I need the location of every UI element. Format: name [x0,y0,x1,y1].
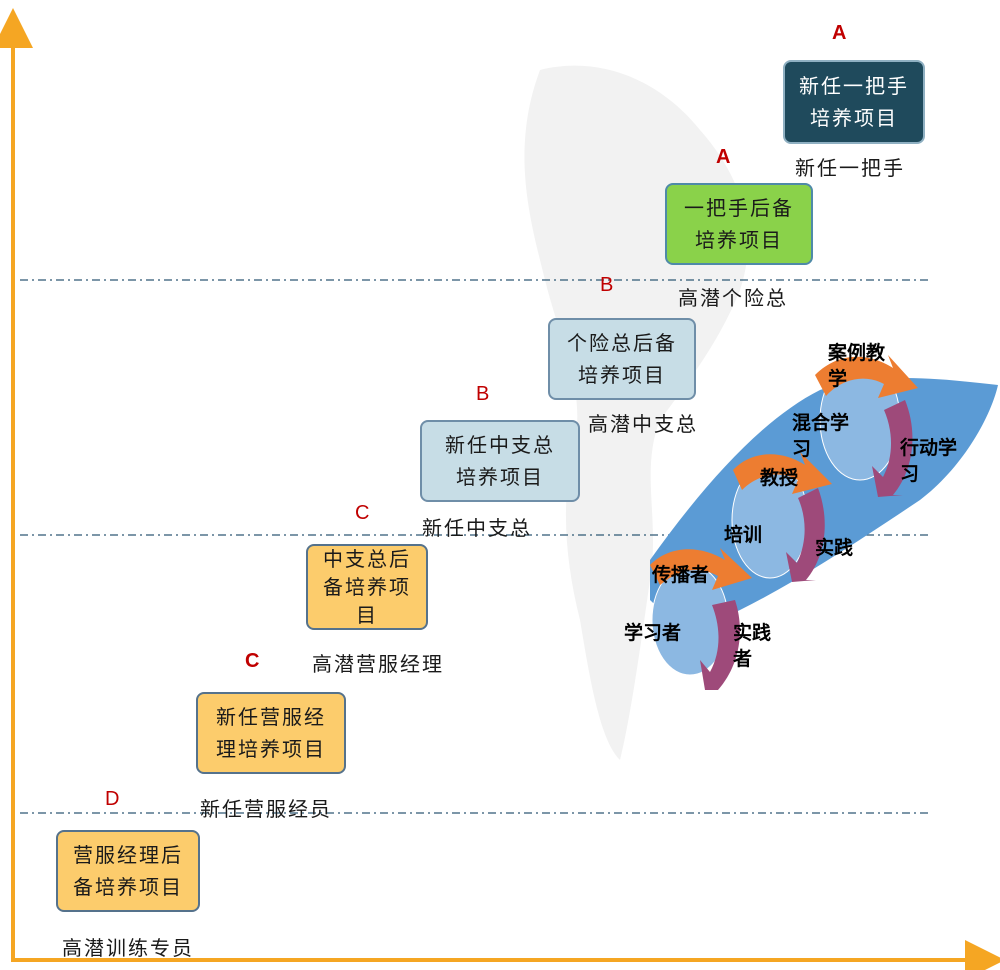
learning-cycle [650,355,998,690]
orange-arrow [815,355,918,398]
purple-arrow [786,488,825,582]
project-box-insurance-reserve: 个险总后备 培养项目 [548,318,696,400]
role-caption: 新任一把手 [795,156,905,180]
role-caption: 新任营服经员 [200,797,332,821]
cycle-label-spreader: 传播者 [652,564,710,586]
project-box-new-manager: 新任营服经 理培养项目 [196,692,346,774]
project-box-branch-reserve: 中支总后 备培养项 目 [306,544,428,630]
project-box-head-reserve: 一把手后备 培养项目 [665,183,813,265]
orange-arrow [650,548,752,590]
cycle-label-case-teaching: 案例教 学 [828,342,886,390]
cycle-label-practitioner: 实践 者 [733,622,772,670]
purple-arrow [872,400,913,497]
project-box-new-head: 新任一把手 培养项目 [783,60,925,144]
orange-arrow [733,452,832,494]
cycle-label-learner: 学习者 [624,622,682,644]
role-caption: 高潜中支总 [588,412,698,436]
cycle-label-training: 培训 [724,524,763,546]
project-box-manager-reserve: 营服经理后 备培养项目 [56,830,200,912]
grade-label: A [716,146,731,168]
grade-label: C [245,650,260,672]
role-caption: 高潜个险总 [678,286,788,310]
cycle-label-action: 行动学 习 [900,437,958,485]
grade-label: A [832,22,847,44]
role-caption: 高潜训练专员 [62,936,194,960]
grade-label: C [355,502,370,524]
project-box-new-branch: 新任中支总 培养项目 [420,420,580,502]
role-caption: 新任中支总 [422,516,532,540]
cycle-label-teach: 教授 [760,467,799,489]
cycle-label-blended: 混合学 习 [792,412,850,460]
grade-label: B [476,383,490,405]
cycle-label-practice: 实践 [815,537,854,559]
role-caption: 高潜营服经理 [312,652,444,676]
grade-label: B [600,274,614,296]
grade-label: D [105,788,120,810]
purple-arrow [700,600,740,690]
